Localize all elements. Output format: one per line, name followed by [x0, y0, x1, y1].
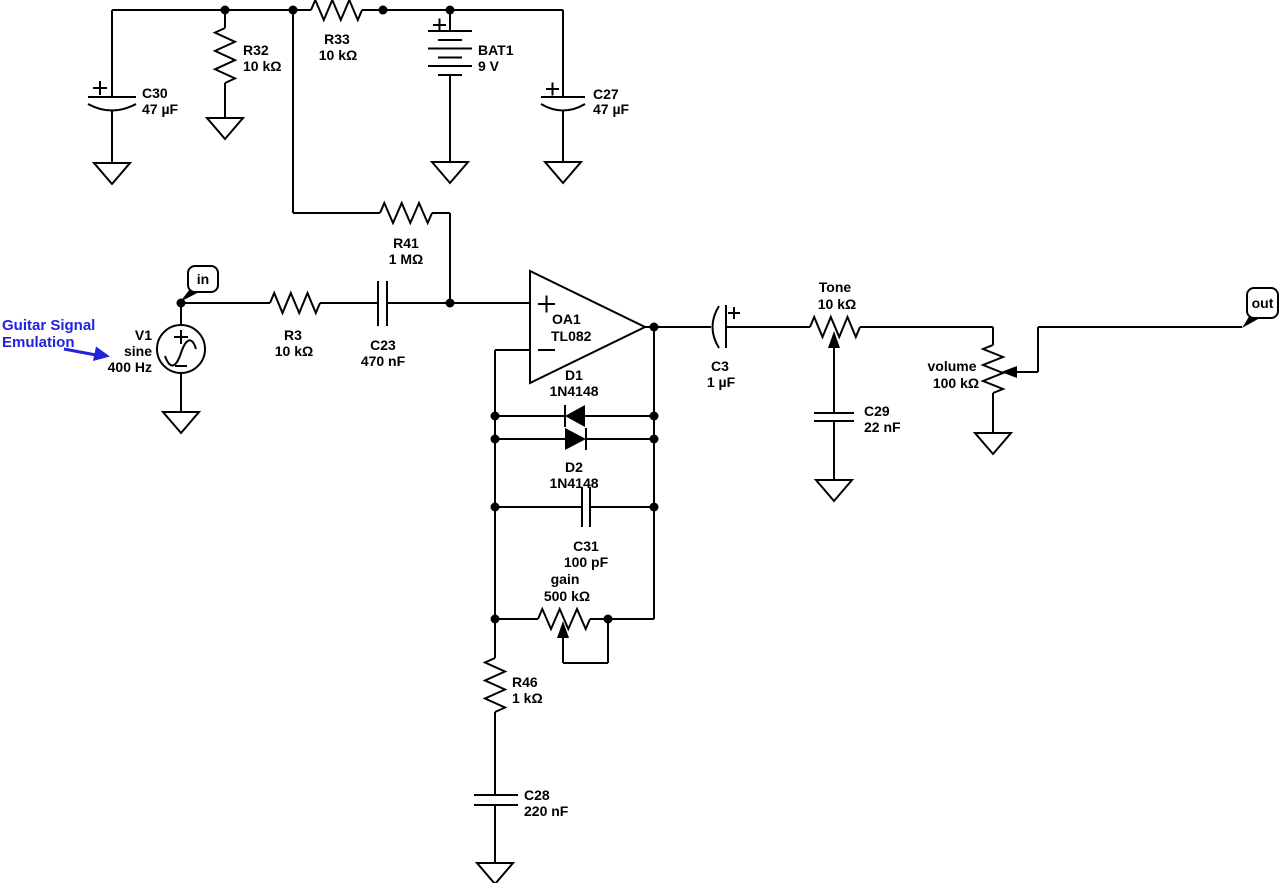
annotation-arrow	[63, 347, 97, 357]
net-flag-label: out	[1252, 295, 1274, 311]
component-name: BAT1	[478, 42, 514, 58]
wiper-arrow	[557, 621, 569, 638]
resistor-r3: R3 10 kΩ	[269, 290, 321, 359]
component-name: C31	[573, 538, 599, 554]
capacitor-c27: C27 47 µF	[540, 10, 630, 185]
wiper-arrow	[1001, 366, 1017, 378]
component-name: volume	[927, 358, 976, 374]
component-value: 100 pF	[564, 554, 609, 570]
component-value: 1 kΩ	[512, 690, 543, 706]
ground-icon	[204, 117, 246, 141]
plus-sign	[174, 330, 188, 344]
component-name: gain	[551, 571, 580, 587]
component-name: Tone	[819, 279, 852, 295]
component-value: 500 kΩ	[544, 588, 590, 604]
ground-icon	[429, 161, 471, 185]
battery-bat1: BAT1 9 V	[428, 10, 514, 185]
capacitor-c31: C31 100 pF	[564, 487, 609, 570]
component-value: 10 kΩ	[319, 47, 357, 63]
wiper-arrow	[828, 331, 840, 348]
component-name: C29	[864, 403, 890, 419]
component-value: 470 nF	[361, 353, 406, 369]
plus-sign	[93, 81, 107, 95]
junction-dots	[176, 5, 659, 624]
diode-d1: D1 1N4148	[549, 367, 599, 427]
potentiometer-tone: Tone 10 kΩ	[809, 279, 993, 413]
component-name: C28	[524, 787, 550, 803]
component-value: 10 kΩ	[275, 343, 313, 359]
capacitor-c28: C28 220 nF	[474, 787, 569, 883]
resistor-r46: R46 1 kΩ	[482, 657, 543, 795]
component-value: 220 nF	[524, 803, 569, 819]
capacitor-c29: C29 22 nF	[813, 403, 901, 503]
component-name: OA1	[552, 311, 581, 327]
ground-icon	[160, 411, 202, 435]
component-value: 47 µF	[142, 101, 179, 117]
capacitor-c23: C23 470 nF	[361, 281, 406, 369]
opamp-oa1: OA1 TL082	[495, 269, 711, 385]
component-name: R33	[324, 31, 350, 47]
plus-sign	[728, 307, 740, 319]
component-value: 10 kΩ	[243, 58, 281, 74]
plus-sign	[433, 18, 446, 32]
ground-icon	[813, 479, 855, 503]
input-flag: in	[180, 265, 219, 302]
plus-sign	[546, 82, 559, 96]
component-name: C3	[711, 358, 729, 374]
component-name: R32	[243, 42, 269, 58]
annotation-arrowhead	[93, 346, 110, 361]
ground-icon	[474, 862, 516, 883]
component-name: D1	[565, 367, 583, 383]
potentiometer-gain: gain 500 kΩ	[537, 571, 609, 664]
component-value: 10 kΩ	[818, 296, 856, 312]
component-value: 1N4148	[549, 475, 598, 491]
voltage-source-v1: V1 sine 400 Hz	[108, 303, 206, 435]
resistor-r32: R32 10 kΩ	[204, 10, 281, 141]
component-name: R41	[393, 235, 419, 251]
component-value: 400 Hz	[108, 359, 152, 375]
output-flag: out	[1242, 287, 1279, 328]
component-name: C23	[370, 337, 396, 353]
net-flag-label: in	[197, 271, 209, 287]
annotation-line2: Emulation	[2, 334, 75, 351]
guitar-signal-annotation: Guitar Signal Emulation	[2, 317, 110, 361]
potentiometer-volume: volume 100 kΩ	[927, 326, 1242, 456]
component-name: R46	[512, 674, 538, 690]
feedback-wires	[494, 327, 655, 658]
component-value: TL082	[551, 328, 592, 344]
component-value: 1 MΩ	[389, 251, 424, 267]
diode-d2: D2 1N4148	[549, 428, 599, 491]
sine-icon	[164, 339, 197, 367]
ground-icon	[972, 432, 1014, 456]
component-name: C30	[142, 85, 168, 101]
component-name: D2	[565, 459, 583, 475]
component-name: R3	[284, 327, 302, 343]
component-name: V1	[135, 327, 152, 343]
resistor-r33: R33 10 kΩ	[310, 0, 363, 63]
capacitor-c30: C30 47 µF	[87, 10, 179, 186]
annotation-line1: Guitar Signal	[2, 317, 95, 334]
component-value: 1 µF	[707, 374, 736, 390]
component-value: 22 nF	[864, 419, 901, 435]
capacitor-c3: C3 1 µF	[707, 305, 810, 390]
resistor-r41: R41 1 MΩ	[292, 10, 451, 303]
component-type: sine	[124, 343, 152, 359]
component-value: 100 kΩ	[933, 375, 979, 391]
component-value: 47 µF	[593, 101, 630, 117]
plus-input	[538, 295, 555, 313]
component-value: 9 V	[478, 58, 500, 74]
component-name: C27	[593, 86, 619, 102]
ground-icon	[91, 162, 133, 186]
ground-icon	[542, 161, 584, 185]
component-value: 1N4148	[549, 383, 598, 399]
